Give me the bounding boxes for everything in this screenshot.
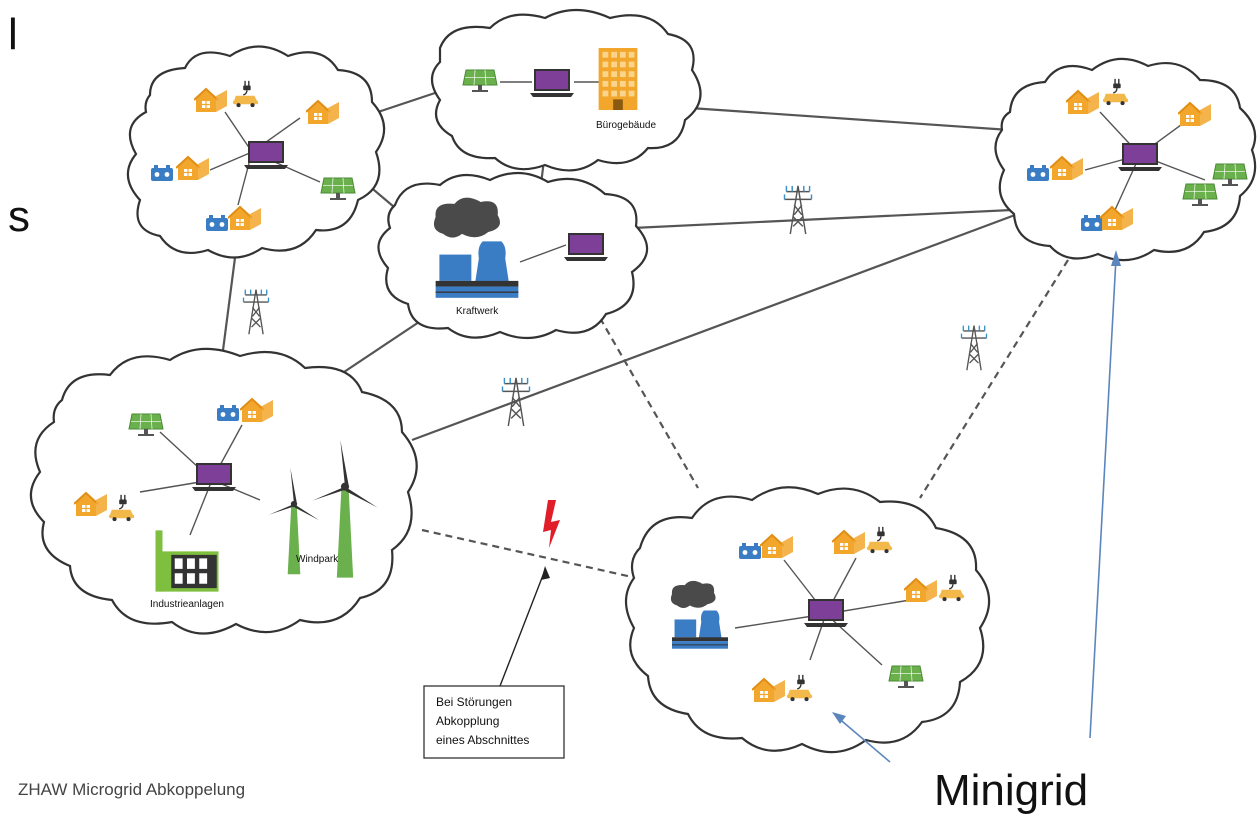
office-building-icon bbox=[598, 48, 638, 110]
cloud-industry-windpark: Windpark Industrieanlagen bbox=[29, 347, 418, 635]
cropped-slide-text-1: l bbox=[8, 10, 18, 59]
cloud-residential-topleft bbox=[126, 45, 386, 259]
cloud-residential-topright bbox=[994, 57, 1257, 262]
label-office: Bürogebäude bbox=[596, 120, 656, 131]
fault-annotation: Bei Störungen Abkopplung eines Abschnitt… bbox=[423, 566, 565, 759]
label-power-plant: Kraftwerk bbox=[456, 306, 499, 317]
note-line-3: eines Abschnittes bbox=[436, 733, 529, 747]
lightning-bolt-icon bbox=[543, 500, 560, 548]
label-windpark: Windpark bbox=[296, 554, 339, 565]
power-pylon-icon bbox=[783, 185, 813, 235]
cloud-power-plant: Kraftwerk bbox=[377, 171, 649, 340]
cropped-slide-text-2: s bbox=[8, 192, 30, 241]
note-line-2: Abkopplung bbox=[436, 714, 499, 728]
power-pylon-icon bbox=[501, 377, 531, 427]
note-box bbox=[423, 685, 565, 759]
minigrid-arrows bbox=[832, 250, 1121, 763]
disconnected-connections bbox=[421, 259, 1069, 579]
dashed-line-plant-to-minigrid bbox=[599, 317, 699, 489]
power-pylon-icon bbox=[242, 288, 270, 335]
dashed-line-disconnected-section bbox=[421, 528, 633, 579]
power-pylon-icon bbox=[960, 324, 988, 371]
label-industry: Industrieanlagen bbox=[150, 599, 224, 610]
cloud-minigrid bbox=[624, 486, 991, 754]
slide-caption: ZHAW Microgrid Abkoppelung bbox=[18, 780, 246, 799]
cloud-office: Bürogebäude bbox=[430, 8, 702, 172]
dashed-line-right-to-minigrid bbox=[919, 259, 1069, 499]
minigrid-label: Minigrid bbox=[934, 766, 1089, 815]
note-line-1: Bei Störungen bbox=[436, 695, 512, 709]
